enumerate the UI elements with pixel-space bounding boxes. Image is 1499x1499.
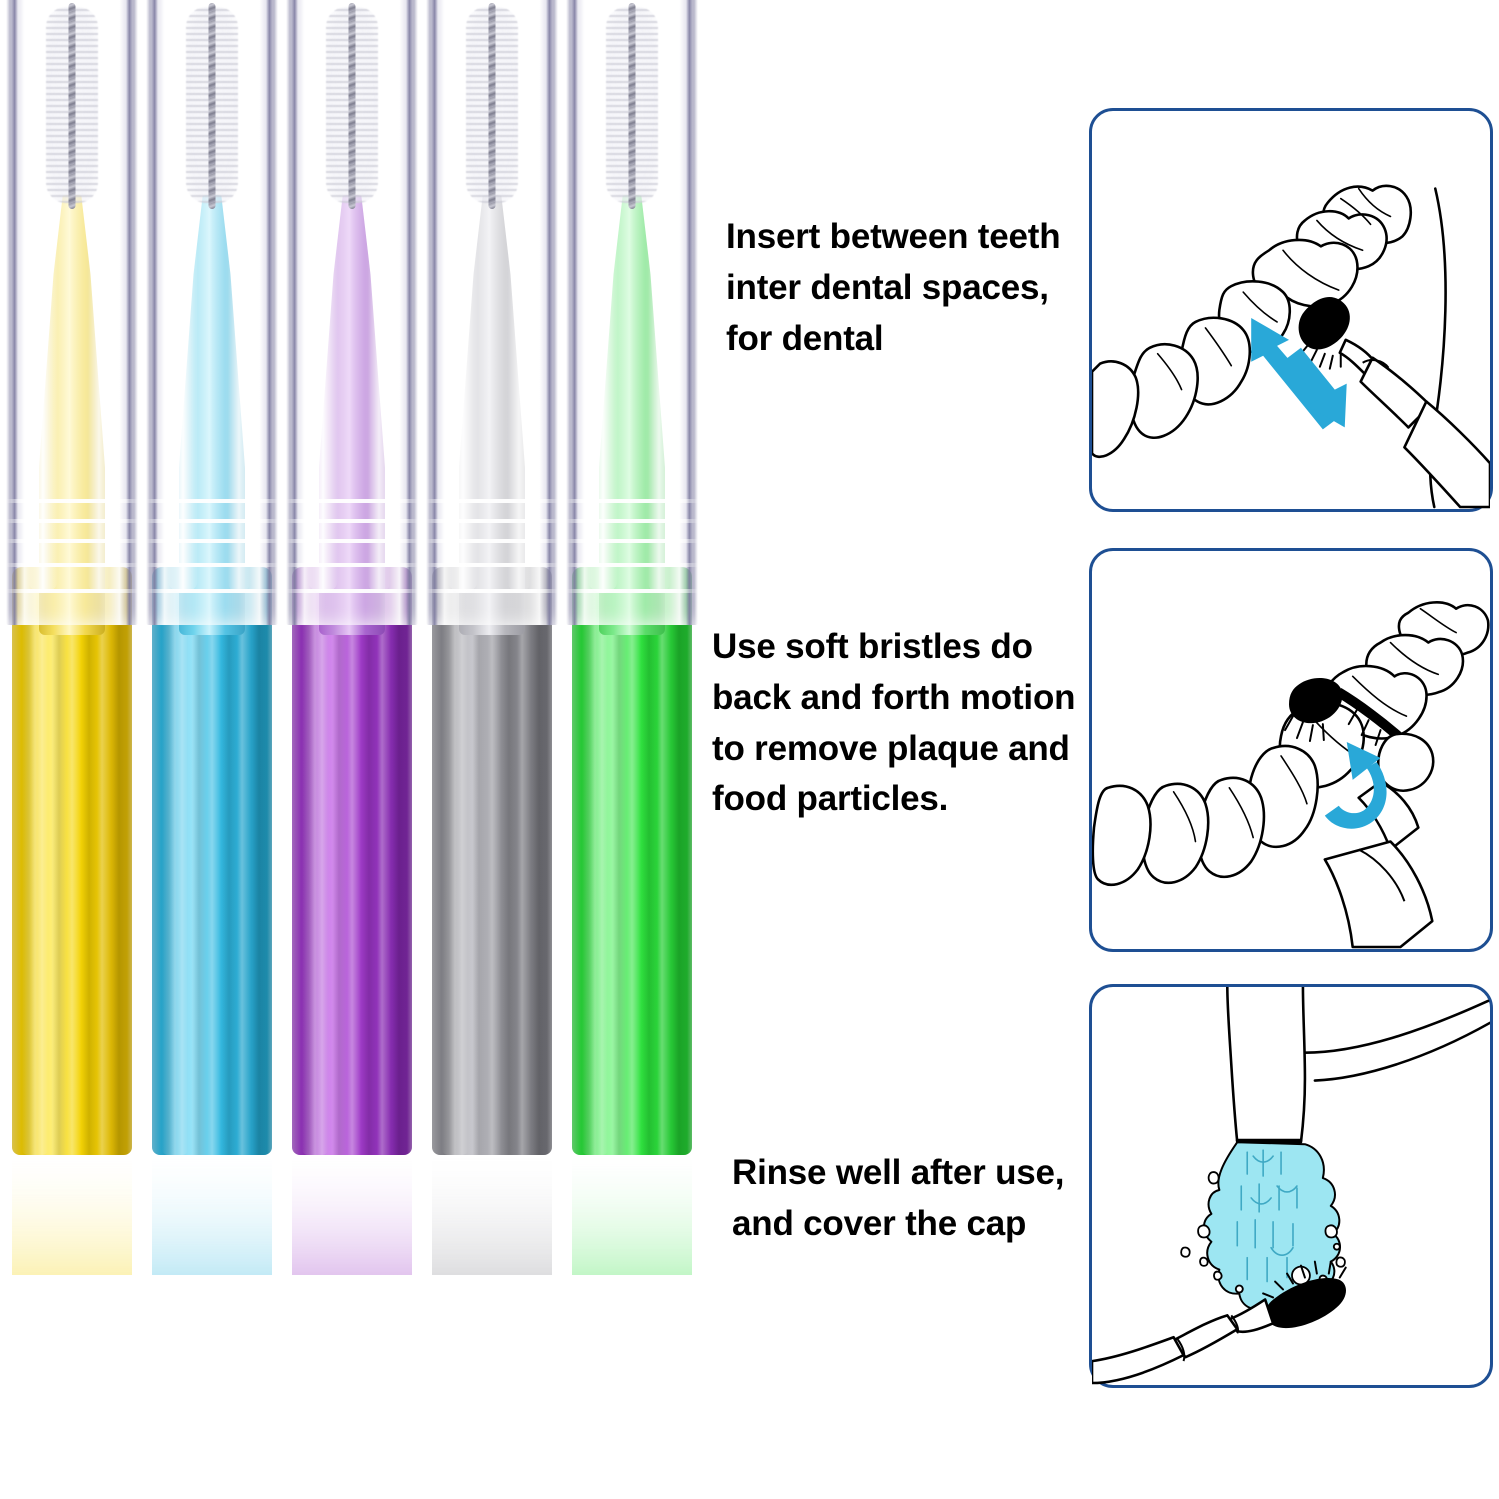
handle-highlight xyxy=(162,585,188,1155)
brush-gray xyxy=(422,0,562,1275)
twisted-wire-core xyxy=(628,3,636,209)
cap-edge-right xyxy=(686,0,693,625)
bristle-brush-head xyxy=(326,3,378,209)
brush-cap xyxy=(282,0,422,635)
handle-highlight xyxy=(302,585,328,1155)
brush-in-teeth xyxy=(1298,297,1490,509)
twisted-wire-core xyxy=(348,3,356,209)
handle-reflection xyxy=(12,1155,132,1275)
interdental-brush-group xyxy=(0,0,700,1499)
brush-cap xyxy=(2,0,142,635)
handle-highlight xyxy=(22,585,48,1155)
brush-cap xyxy=(422,0,562,635)
cap-edge-right xyxy=(126,0,133,625)
cap-edge-left xyxy=(571,0,578,625)
cap-edge-left xyxy=(11,0,18,625)
water-streaks xyxy=(1236,1149,1298,1283)
twisted-wire-core xyxy=(68,3,76,209)
twisted-wire-core xyxy=(488,3,496,209)
curved-arrow-icon xyxy=(1324,742,1387,829)
brush-over-teeth xyxy=(1284,677,1435,949)
twisted-wire-core xyxy=(208,3,216,209)
handle-ridges xyxy=(152,585,272,1155)
brush-purple xyxy=(282,0,422,1275)
brush-handle xyxy=(12,585,132,1155)
handle-ridges xyxy=(12,585,132,1155)
teeth-with-brush-curved-motion-arrow xyxy=(1092,601,1490,949)
faucet-rinsing-brush-under-water xyxy=(1092,987,1490,1385)
handle-highlight xyxy=(582,585,608,1155)
handle-highlight xyxy=(442,585,468,1155)
water-droplets xyxy=(1180,1171,1346,1294)
teeth-with-brush-inserted-double-arrow xyxy=(1092,184,1490,509)
cap-edge-right xyxy=(406,0,413,625)
bristle-brush-head xyxy=(46,3,98,209)
bristle-brush-head xyxy=(186,3,238,209)
double-arrow-icon xyxy=(1251,317,1347,430)
cap-ring-grooves xyxy=(424,493,560,623)
handle-reflection xyxy=(572,1155,692,1275)
instruction-text-brush: Use soft bristles do back and forth moti… xyxy=(712,627,1076,819)
brush-handle xyxy=(152,585,272,1155)
handle-reflection xyxy=(152,1155,272,1275)
handle-reflection xyxy=(432,1155,552,1275)
handle-reflection xyxy=(292,1155,412,1275)
brush-handle xyxy=(292,585,412,1155)
cap-edge-left xyxy=(291,0,298,625)
cap-ring-grooves xyxy=(564,493,700,623)
illustration-panel-insert xyxy=(1089,108,1493,512)
brush-cap xyxy=(142,0,282,635)
illustration-panel-rinse xyxy=(1089,984,1493,1388)
brush-blue xyxy=(142,0,282,1275)
instruction-text-rinse: Rinse well after use, and cover the cap xyxy=(732,1153,1065,1243)
brush-under-water xyxy=(1092,1260,1347,1385)
bristle-brush-head xyxy=(606,3,658,209)
brush-cap xyxy=(562,0,702,635)
cap-edge-left xyxy=(431,0,438,625)
brush-yellow xyxy=(2,0,142,1275)
cap-ring-grooves xyxy=(284,493,420,623)
bristle-brush-head xyxy=(466,3,518,209)
cap-ring-grooves xyxy=(4,493,140,623)
cap-ring-grooves xyxy=(144,493,280,623)
brush-handle xyxy=(572,585,692,1155)
cap-edge-left xyxy=(151,0,158,625)
handle-ridges xyxy=(572,585,692,1155)
brush-green xyxy=(562,0,702,1275)
cap-edge-right xyxy=(546,0,553,625)
illustration-panel-brush xyxy=(1089,548,1493,952)
handle-ridges xyxy=(432,585,552,1155)
brush-handle xyxy=(432,585,552,1155)
handle-ridges xyxy=(292,585,412,1155)
cap-edge-right xyxy=(266,0,273,625)
instruction-text-insert: Insert between teeth inter dental spaces… xyxy=(726,217,1061,358)
